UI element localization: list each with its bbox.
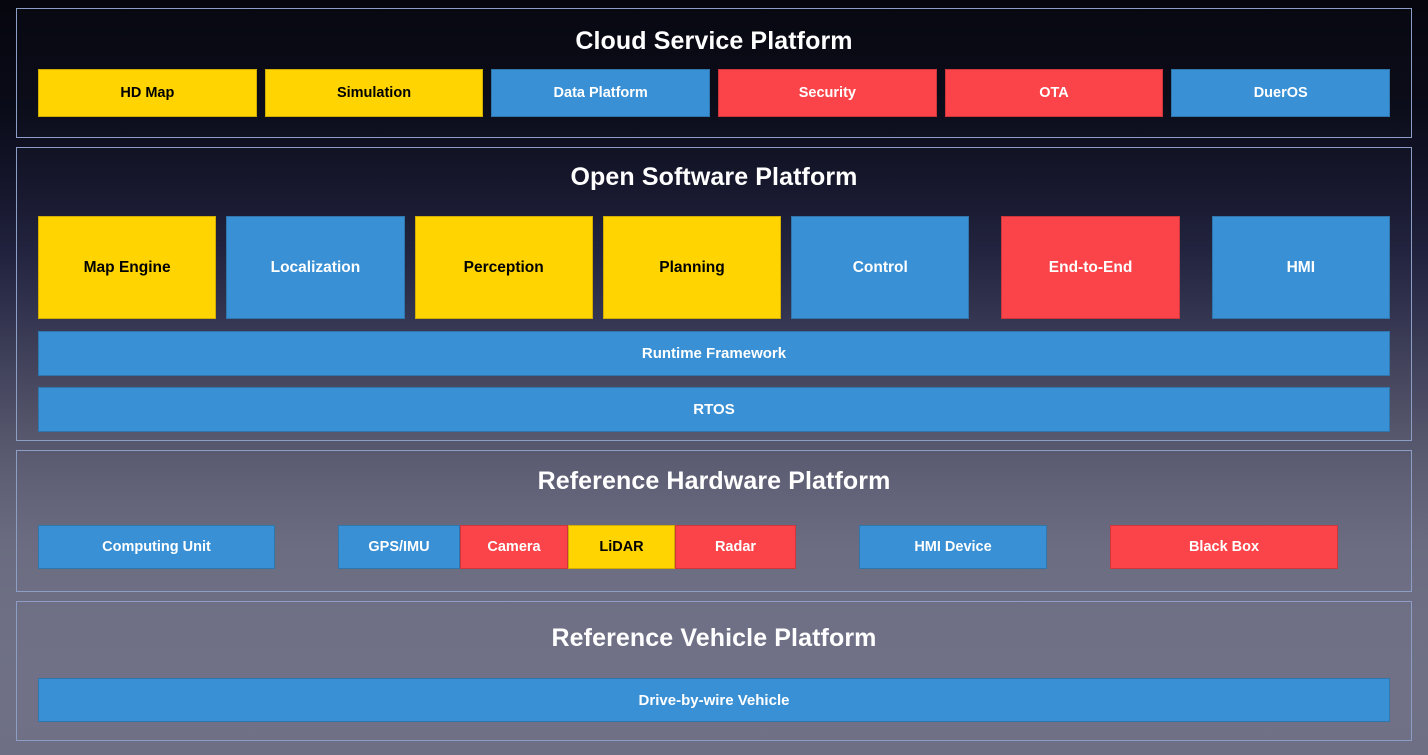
box-security[interactable]: Security [718,69,937,117]
box-hmi-device[interactable]: HMI Device [859,525,1047,569]
box-gps-imu[interactable]: GPS/IMU [338,525,460,569]
bar-runtime-framework[interactable]: Runtime Framework [38,331,1390,376]
box-planning[interactable]: Planning [602,216,782,319]
reference-hardware-box-row: Computing Unit GPS/IMU Camera LiDAR Rada… [38,525,1390,569]
box-data-platform[interactable]: Data Platform [491,69,711,117]
layer-title-cloud-service-platform: Cloud Service Platform [575,27,853,55]
bar-drive-by-wire-vehicle[interactable]: Drive-by-wire Vehicle [38,678,1390,722]
box-camera[interactable]: Camera [460,525,568,569]
bar-rtos[interactable]: RTOS [38,387,1390,432]
box-dueros[interactable]: DuerOS [1171,69,1391,117]
box-simulation[interactable]: Simulation [264,69,484,117]
layer-cloud-service-platform: Cloud Service Platform HD Map Simulation… [16,8,1412,138]
box-hd-map[interactable]: HD Map [38,69,257,117]
box-computing-unit[interactable]: Computing Unit [38,525,275,569]
box-map-engine[interactable]: Map Engine [38,216,217,319]
open-software-box-row: Map Engine Localization Perception Plann… [38,216,1390,319]
box-radar[interactable]: Radar [675,525,796,569]
layer-title-reference-vehicle-platform: Reference Vehicle Platform [551,624,877,652]
layer-reference-vehicle-platform: Reference Vehicle Platform Drive-by-wire… [16,601,1412,741]
box-localization[interactable]: Localization [226,216,405,319]
box-black-box[interactable]: Black Box [1110,525,1338,569]
layer-title-reference-hardware-platform: Reference Hardware Platform [537,467,891,495]
layer-reference-hardware-platform: Reference Hardware Platform Computing Un… [16,450,1412,592]
box-control[interactable]: Control [791,216,970,319]
box-perception[interactable]: Perception [414,216,593,319]
sensor-group: GPS/IMU Camera LiDAR Radar [338,525,796,569]
box-end-to-end[interactable]: End-to-End [1001,216,1180,319]
layer-title-open-software-platform: Open Software Platform [570,163,858,191]
box-lidar[interactable]: LiDAR [568,525,675,569]
cloud-service-box-row: HD Map Simulation Data Platform Security… [38,69,1391,117]
box-hmi[interactable]: HMI [1211,216,1390,319]
layer-open-software-platform: Open Software Platform Map Engine Locali… [16,147,1412,441]
box-ota[interactable]: OTA [944,69,1164,117]
